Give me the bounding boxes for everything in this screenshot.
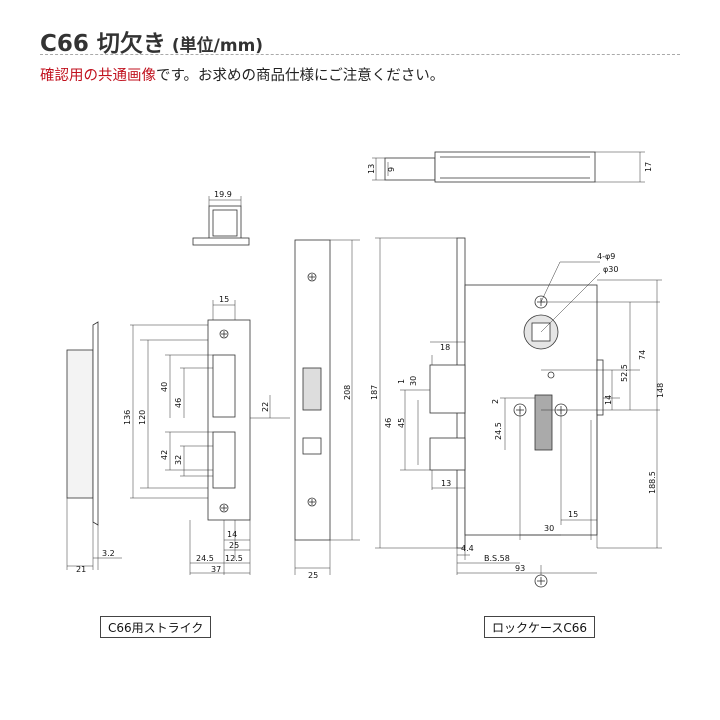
dim-case-93: 93	[515, 564, 525, 573]
dim-case-dia30: φ30	[603, 265, 618, 274]
notice-body: です。お求めの商品仕様にご注意ください。	[156, 68, 445, 84]
dim-strike-3-2: 3.2	[102, 549, 115, 558]
dim-case-4-4: 4.4	[461, 544, 474, 553]
dim-case-15: 15	[568, 510, 578, 519]
dim-strike-19-9: 19.9	[214, 190, 232, 199]
front-plate-drawing	[294, 239, 360, 575]
dim-strike-120: 120	[138, 410, 147, 425]
dim-case-30b: 30	[544, 524, 554, 533]
dim-plate-25: 25	[308, 571, 318, 580]
dim-plate-22: 22	[261, 402, 270, 412]
dim-strike-46: 46	[174, 398, 183, 408]
dim-case-148: 148	[656, 383, 665, 398]
title-divider	[40, 54, 680, 55]
page-title: C66 切欠き(単位/mm)	[40, 24, 263, 58]
dim-case-45: 45	[397, 418, 406, 428]
lockcase-top-view	[372, 151, 645, 183]
lockcase-front-view	[375, 237, 662, 588]
dim-case-14: 14	[604, 395, 613, 405]
dim-case-bs58: B.S.58	[484, 554, 510, 563]
dim-case-9: 9	[387, 167, 396, 172]
dim-case-2: 2	[491, 399, 500, 404]
dim-strike-32: 32	[174, 455, 183, 465]
dimension-labels: 19.9 15 40 46 136 120 42 32 14 25 24.5 1…	[76, 162, 665, 580]
dim-case-17: 17	[644, 162, 653, 172]
dim-case-18: 18	[440, 343, 450, 352]
dim-case-24-5: 24.5	[494, 422, 503, 440]
dim-case-46: 46	[384, 418, 393, 428]
dim-strike-42: 42	[160, 450, 169, 460]
dim-case-holes: 4-φ9	[597, 252, 615, 261]
strike-caption: C66用ストライク	[100, 616, 212, 638]
dim-case-13b: 13	[441, 479, 451, 488]
strike-front-view	[130, 300, 290, 575]
strike-clip-view	[192, 196, 250, 246]
dim-strike-136: 136	[123, 410, 132, 425]
lockcase-caption: ロックケースC66	[484, 616, 596, 638]
dim-case-188-5: 188.5	[648, 471, 657, 494]
dim-strike-15: 15	[219, 295, 229, 304]
dim-strike-25: 25	[229, 541, 239, 550]
dim-strike-40: 40	[160, 382, 169, 392]
title-unit: (単位/mm)	[171, 36, 264, 56]
dim-case-30: 30	[409, 376, 418, 386]
strike-drawing	[66, 196, 290, 575]
dim-strike-12-5: 12.5	[225, 554, 243, 563]
dim-case-52-5: 52.5	[620, 364, 629, 382]
strike-side-view	[66, 321, 122, 570]
dim-strike-14: 14	[227, 530, 237, 539]
title-text: C66 切欠き	[40, 31, 166, 57]
dim-strike-21: 21	[76, 565, 86, 574]
notice-highlight: 確認用の共通画像	[40, 68, 156, 84]
dim-strike-24-5: 24.5	[196, 554, 214, 563]
dim-plate-208: 208	[343, 385, 352, 400]
notice-text: 確認用の共通画像です。お求めの商品仕様にご注意ください。	[40, 64, 444, 85]
dim-case-74: 74	[638, 350, 647, 360]
lockcase-drawing	[372, 151, 662, 588]
dim-case-13: 13	[367, 164, 376, 174]
dim-case-187: 187	[370, 385, 379, 400]
dim-strike-37: 37	[211, 565, 221, 574]
dim-case-1: 1	[397, 379, 406, 384]
